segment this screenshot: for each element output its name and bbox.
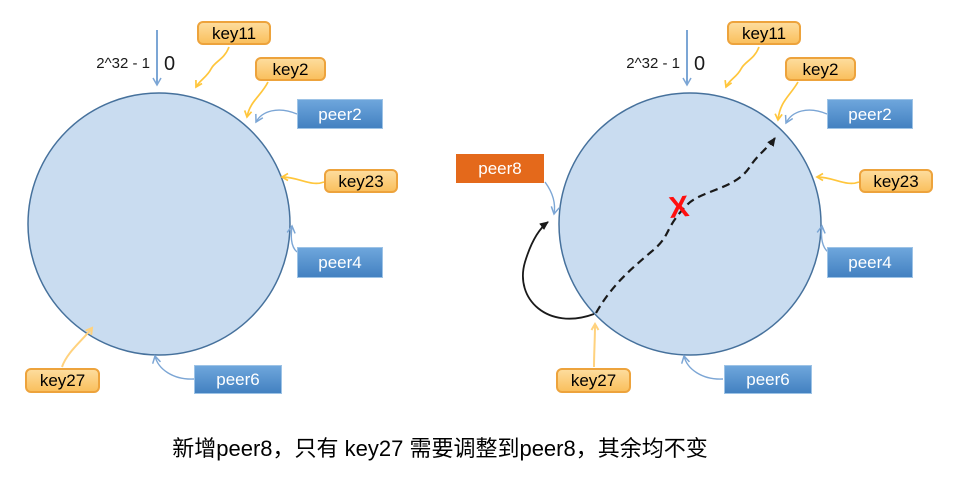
key23-label-after: key23	[859, 169, 933, 193]
peer2-label-after: peer2	[827, 99, 913, 129]
peer2-arrow-before	[255, 109, 298, 124]
peer8-label-after: peer8	[456, 154, 544, 183]
key11-arrow-after	[724, 46, 760, 89]
key2-arrow-before	[243, 81, 269, 119]
peer2-arrow-after	[784, 109, 828, 125]
peer6-label-before: peer6	[194, 365, 282, 394]
key11-label-before: key11	[197, 21, 271, 45]
axis-max-label-before: 2^32 - 1	[96, 55, 150, 72]
hash-ring-after	[558, 92, 822, 356]
key11-arrow-before	[195, 46, 230, 89]
invalid-mapping-cross: X	[667, 190, 691, 225]
peer4-arrow-before	[286, 224, 298, 253]
hash-ring-before	[27, 92, 291, 356]
peer4-arrow-after	[816, 224, 829, 253]
key27-arrow-before	[61, 326, 94, 368]
key27-to-peer8-arrow	[522, 221, 595, 320]
key11-label-after: key11	[727, 21, 801, 45]
peer6-label-after: peer6	[724, 365, 812, 394]
peer4-label-before: peer4	[297, 247, 383, 278]
axis-zero-label-before: 0	[164, 53, 176, 75]
peer8-arrow-after	[544, 181, 560, 216]
key27-to-peer2-dashed-arrow	[595, 137, 776, 314]
axis-zero-label-after: 0	[694, 53, 706, 75]
key2-label-before: key2	[255, 57, 326, 81]
key23-label-before: key23	[324, 169, 398, 193]
key23-arrow-before	[280, 172, 325, 185]
key27-label-before: key27	[25, 368, 100, 393]
peer6-arrow-before	[151, 354, 195, 380]
key27-arrow-after	[590, 322, 600, 368]
axis-max-label-after: 2^32 - 1	[626, 55, 680, 72]
caption-text: 新增peer8，只有 key27 需要调整到peer8，其余均不变	[172, 436, 708, 461]
key27-label-after: key27	[556, 368, 631, 393]
peer4-label-after: peer4	[827, 247, 913, 278]
peer2-label-before: peer2	[297, 99, 383, 129]
peer6-arrow-after	[680, 354, 724, 380]
key2-arrow-after	[774, 81, 799, 122]
key23-arrow-after	[815, 172, 860, 185]
key2-label-after: key2	[785, 57, 856, 81]
